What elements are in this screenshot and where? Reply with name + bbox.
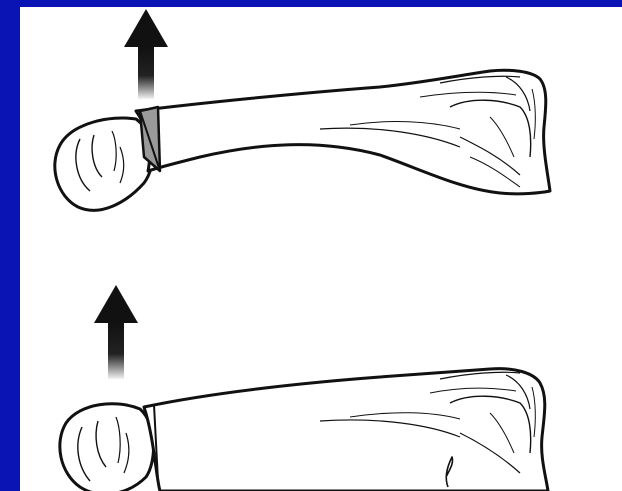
- bone-with-wedge-osteotomy: [55, 9, 550, 210]
- arrow-up-icon: [94, 285, 138, 379]
- arrow-up-icon: [124, 9, 168, 99]
- medical-illustration: [20, 7, 622, 491]
- bone-after-correction: [60, 285, 548, 491]
- illustration-panel: [20, 7, 622, 491]
- bone-head: [60, 404, 154, 491]
- bone-shaft: [144, 369, 548, 491]
- bone-shaft: [136, 70, 550, 194]
- bone-head: [55, 118, 153, 210]
